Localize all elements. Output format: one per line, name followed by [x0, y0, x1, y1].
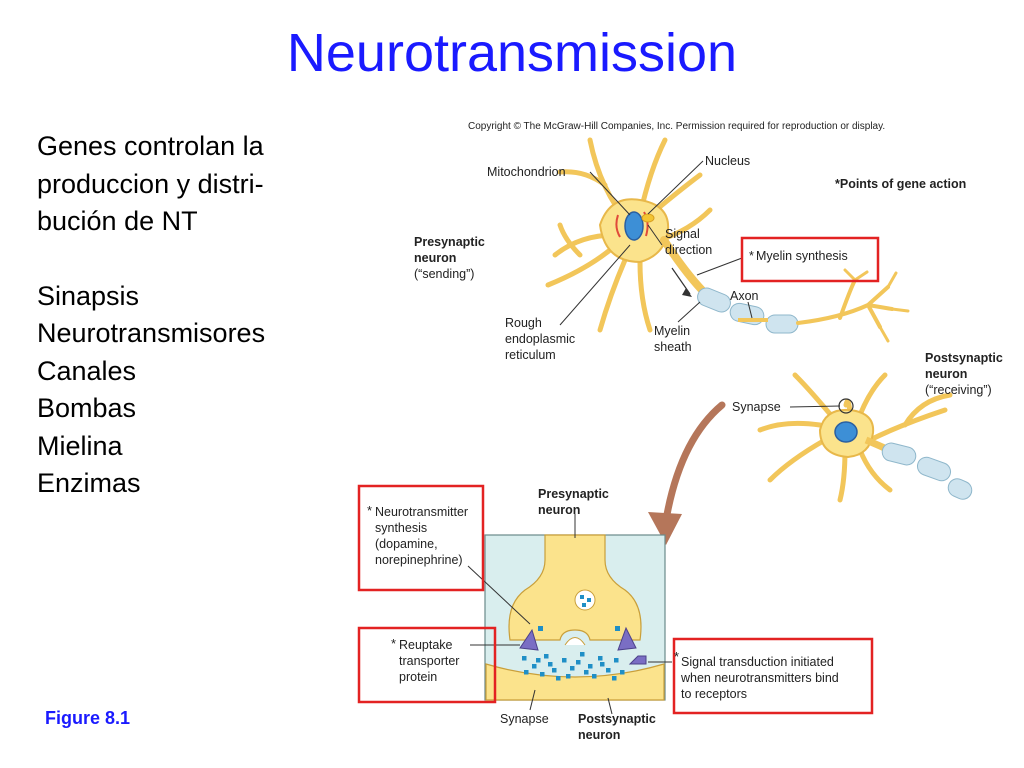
figure-label: Figure 8.1 [45, 708, 131, 728]
synapse-inset [484, 534, 666, 701]
neurotransmitter-dot [540, 672, 545, 677]
list-item: Mielina [37, 430, 123, 461]
reuptake-asterisk: * [391, 636, 396, 651]
postsynaptic-title-2: neuron [925, 367, 967, 381]
neurotransmitter-dot [576, 660, 581, 665]
label-rough-3: reticulum [505, 348, 556, 362]
neurotransmitter-dot [556, 676, 561, 681]
list-item: Sinapsis [37, 280, 140, 311]
label-axon: Axon [730, 289, 759, 303]
signal-transduction-box [672, 637, 874, 715]
neurotransmitter-dot [620, 670, 625, 675]
signal-line-3: to receptors [681, 687, 747, 701]
inset-presynaptic-1: Presynaptic [538, 487, 609, 501]
neurotransmitter-dot [536, 658, 541, 663]
list-item: Canales [37, 355, 137, 386]
neurotransmitter-dot [600, 662, 605, 667]
nt-synthesis-box [357, 484, 485, 592]
myelinated-axon [697, 268, 910, 343]
list-item: Enzimas [37, 468, 141, 498]
label-synapse-upper: Synapse [732, 400, 781, 414]
zoom-arrow [648, 401, 726, 545]
neurotransmitter-dot [532, 664, 537, 669]
label-myelin-2: sheath [654, 340, 692, 354]
neurotransmitter-dot [614, 658, 619, 663]
label-mitochondrion: Mitochondrion [487, 165, 566, 179]
neurotransmitter-dot [566, 674, 571, 679]
list-item: Neurotransmisores [37, 318, 266, 348]
post-nucleus-shape [834, 421, 858, 443]
label-rough-1: Rough [505, 316, 542, 330]
presynaptic-title-2: neuron [414, 251, 456, 265]
neurotransmitter-dot [544, 654, 549, 659]
neurotransmitter-dot [524, 670, 529, 675]
neurotransmitter-dot [522, 656, 527, 661]
intro-line: bución de NT [37, 206, 198, 236]
nt-line-2: synthesis [375, 521, 427, 535]
nt-line-4: norepinephrine) [375, 553, 463, 567]
signal-line-2: when neurotransmitters bind [680, 671, 839, 685]
label-myelin-synthesis: Myelin synthesis [756, 249, 848, 263]
neurotransmitter-dot [570, 666, 575, 671]
inset-postsynaptic-2: neuron [578, 728, 620, 742]
label-nucleus: Nucleus [705, 154, 750, 168]
myelin-asterisk: * [749, 249, 754, 263]
label-rough-2: endoplasmic [505, 332, 575, 346]
nt-line-1: Neurotransmitter [375, 505, 468, 519]
nucleus-shape [624, 211, 644, 241]
reuptake-box [357, 626, 497, 704]
myelin-synthesis-box [740, 236, 880, 283]
gene-action-note: *Points of gene action [835, 177, 966, 191]
label-signal-1: Signal [665, 227, 700, 241]
neurotransmitter-dot [606, 668, 611, 673]
list-item: Bombas [37, 393, 137, 423]
neurotransmitter-dot [548, 662, 553, 667]
neurotransmitter-dot [592, 674, 597, 679]
postsynaptic-title-1: Postsynaptic [925, 351, 1003, 365]
presynaptic-sub: (“sending”) [414, 267, 474, 281]
neurotransmitter-dot [584, 670, 589, 675]
axon-terminal [508, 534, 642, 641]
nt-line-3: (dopamine, [375, 537, 438, 551]
slide-title: Neurotransmission [286, 23, 738, 83]
neurotransmitter-dot [552, 668, 557, 673]
intro-line: Genes controlan la [37, 131, 264, 161]
nt-asterisk: * [367, 503, 372, 518]
signal-line-1: Signal transduction initiated [681, 655, 834, 669]
inset-postsynaptic-1: Postsynaptic [578, 712, 656, 726]
label-signal-2: direction [665, 243, 712, 257]
neurotransmitter-dot [580, 652, 585, 657]
reuptake-line-2: transporter [399, 654, 459, 668]
neurotransmitter-dot [588, 664, 593, 669]
label-myelin-1: Myelin [654, 324, 690, 338]
label-synapse-lower: Synapse [500, 712, 549, 726]
signal-asterisk: * [674, 649, 679, 664]
neurotransmitter-dot [562, 658, 567, 663]
copyright-text: Copyright © The McGraw-Hill Companies, I… [468, 121, 885, 132]
postsynaptic-neuron [757, 372, 973, 503]
inset-presynaptic-2: neuron [538, 503, 580, 517]
bullet-text: Genes controlan la produccion y distri- … [37, 128, 265, 503]
neurotransmitter-dot [612, 676, 617, 681]
reuptake-line-3: protein [399, 670, 437, 684]
reuptake-line-1: Reuptake [399, 638, 453, 652]
neurotransmitter-dots [522, 652, 625, 681]
neurotransmitter-dot [598, 656, 603, 661]
mitochondrion-shape [641, 213, 655, 223]
presynaptic-title-1: Presynaptic [414, 235, 485, 249]
intro-line: produccion y distri- [37, 168, 264, 199]
postsynaptic-sub: (“receiving”) [925, 383, 992, 397]
